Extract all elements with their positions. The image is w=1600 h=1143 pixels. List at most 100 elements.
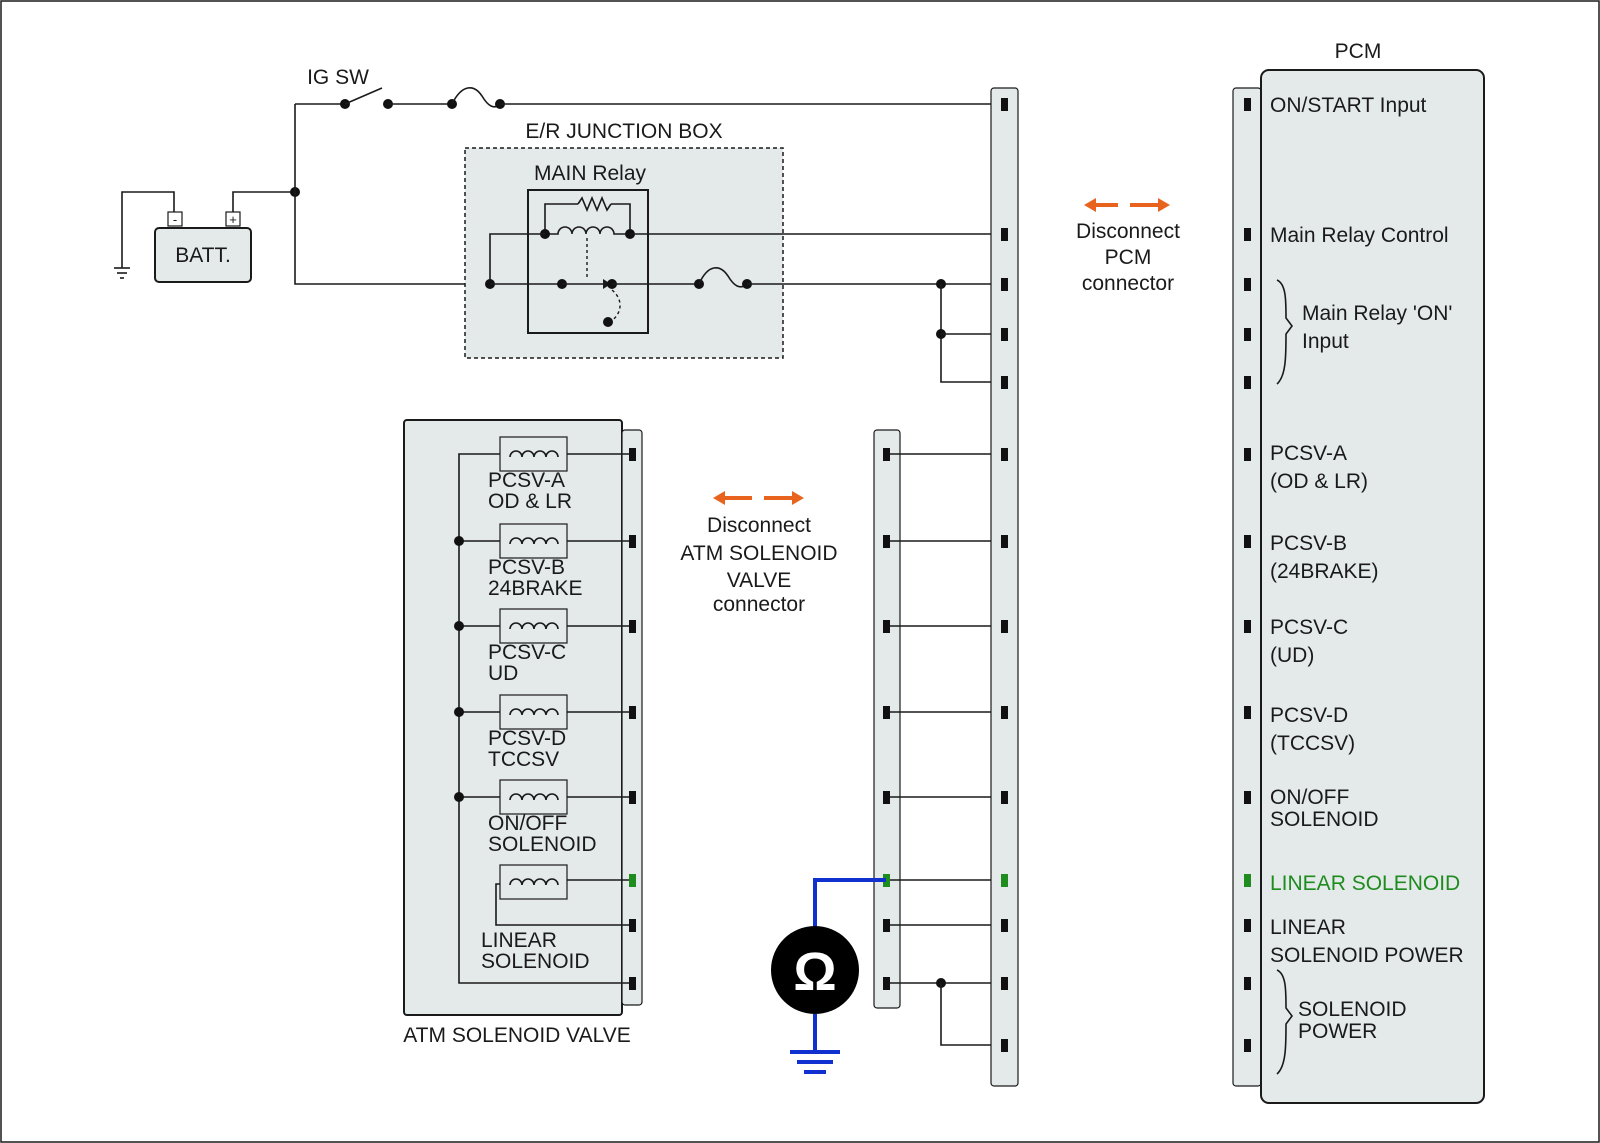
pcm-harness-pin xyxy=(1001,919,1008,932)
pcm-harness-pin xyxy=(1001,278,1008,291)
pcm-harness-connector xyxy=(990,87,1019,1087)
pcm-on-start-input: ON/START Input xyxy=(1270,94,1427,117)
atm-connector-pin xyxy=(629,977,636,990)
atm-harness-connector xyxy=(873,429,1004,1046)
battery-label: BATT. xyxy=(175,244,231,267)
pcm-onoff-line1: ON/OFF xyxy=(1270,786,1349,809)
main-relay xyxy=(527,189,649,334)
solenoid-label-line2: SOLENOID xyxy=(488,833,597,856)
atm-connector-pin xyxy=(629,535,636,548)
pcm-solenoid-power-line1: SOLENOID xyxy=(1298,998,1407,1021)
pcm-main-relay-control: Main Relay Control xyxy=(1270,224,1449,247)
solenoid-label-line1: PCSV-D xyxy=(488,727,566,750)
pcm-pin xyxy=(1244,919,1251,932)
pcm-pin xyxy=(1244,977,1251,990)
solenoid-coil-symbol xyxy=(509,450,559,458)
solenoid-label-line1: ON/OFF xyxy=(488,812,567,835)
pcm-title: PCM xyxy=(1335,40,1382,63)
pcm-main-relay-on-line2: Input xyxy=(1302,330,1349,353)
solenoid-label-line1: PCSV-B xyxy=(488,556,565,579)
pcm-pin xyxy=(1244,278,1251,291)
disconnect-pcm-note: Disconnect PCM connector xyxy=(1076,198,1180,295)
pcm-pin xyxy=(1244,98,1251,111)
pcm-pcsv-d-line2: (TCCSV) xyxy=(1270,732,1355,755)
solenoid-label-line2: SOLENOID xyxy=(481,950,590,973)
ohm-symbol: Ω xyxy=(793,942,836,1002)
disconnect-atm-note: Disconnect ATM SOLENOID VALVE connector xyxy=(680,491,838,616)
atm-solenoid-valve: ATM SOLENOID VALVE PCSV-AOD & LRPCSV-B24… xyxy=(403,419,643,1047)
atm-connector-pin xyxy=(629,791,636,804)
harness-pin xyxy=(883,620,890,633)
solenoid-label-line2: 24BRAKE xyxy=(488,577,583,600)
solenoid-coil-symbol xyxy=(509,537,559,545)
pcm-pin xyxy=(1244,620,1251,633)
ohmmeter-body xyxy=(771,926,859,1014)
pcm-pcsv-c-line2: (UD) xyxy=(1270,644,1314,667)
pcm-harness-pin xyxy=(1001,535,1008,548)
pcm-pin xyxy=(1244,376,1251,389)
pcm-pcsv-a-line1: PCSV-A xyxy=(1270,442,1347,465)
harness-pin xyxy=(883,874,890,887)
pcm-pcsv-d-line1: PCSV-D xyxy=(1270,704,1348,727)
disconnect-atm-line2: ATM SOLENOID xyxy=(680,542,837,565)
pcm-pin xyxy=(1244,448,1251,461)
battery-ground-symbol xyxy=(114,267,130,279)
solenoid-coil-symbol xyxy=(509,878,559,886)
main-relay-label: MAIN Relay xyxy=(534,162,647,185)
pcm-harness-pin xyxy=(1001,977,1008,990)
pcm-harness-pin xyxy=(1001,874,1008,887)
pcm-pcsv-c-line1: PCSV-C xyxy=(1270,616,1348,639)
meter-ground-symbol xyxy=(790,1050,840,1074)
pcm-harness-pin xyxy=(1001,706,1008,719)
pcm-linear-power-line1: LINEAR xyxy=(1270,916,1346,939)
solenoid-label-line1: PCSV-C xyxy=(488,641,566,664)
solenoid-1: PCSV-AOD & LR xyxy=(488,436,632,513)
junction-box-label: E/R JUNCTION BOX xyxy=(525,120,722,143)
battery-negative-terminal xyxy=(167,211,183,227)
pcm-harness-pin xyxy=(1001,328,1008,341)
pcm-pin xyxy=(1244,791,1251,804)
atm-connector-pin xyxy=(629,706,636,719)
pcm-pcsv-b-line1: PCSV-B xyxy=(1270,532,1347,555)
solenoid-power-brace xyxy=(1276,969,1293,1075)
harness-pin xyxy=(883,791,890,804)
pcm: PCM ON/START Input Main Relay Control Ma… xyxy=(1232,40,1485,1104)
pcm-harness-pin xyxy=(1001,791,1008,804)
ig-switch-blade xyxy=(344,87,383,105)
atm-connector-pin xyxy=(629,919,636,932)
harness-pin xyxy=(883,977,890,990)
pcm-harness-pin xyxy=(1001,376,1008,389)
pcm-pin xyxy=(1244,874,1251,887)
atm-connector-pin xyxy=(629,620,636,633)
battery-negative-sign: - xyxy=(173,212,177,227)
disconnect-atm-arrows xyxy=(713,491,804,505)
harness-pin xyxy=(883,919,890,932)
pcm-solenoid-power-line2: POWER xyxy=(1298,1020,1377,1043)
atm-connector-pin xyxy=(629,874,636,887)
relay-resistor xyxy=(577,195,612,213)
pcm-harness-pin xyxy=(1001,620,1008,633)
pcm-pin xyxy=(1244,228,1251,241)
pcm-linear-solenoid: LINEAR SOLENOID xyxy=(1270,872,1460,895)
pcm-harness-pin xyxy=(1001,228,1008,241)
pcm-onoff-line2: SOLENOID xyxy=(1270,808,1379,831)
ig-fuse xyxy=(451,87,501,108)
pcm-pcsv-b-line2: (24BRAKE) xyxy=(1270,560,1379,583)
solenoid-3: PCSV-CUD xyxy=(454,608,632,685)
disconnect-atm-line4: connector xyxy=(713,593,805,616)
ig-sw-label: IG SW xyxy=(307,66,369,89)
disconnect-atm-line3: VALVE xyxy=(727,569,792,592)
battery xyxy=(154,227,252,283)
solenoid-coil-symbol xyxy=(509,793,559,801)
pcm-pin xyxy=(1244,535,1251,548)
pcm-main-relay-on-line1: Main Relay 'ON' xyxy=(1302,302,1452,325)
disconnect-pcm-line1: Disconnect xyxy=(1076,220,1180,243)
solenoid-coil-symbol xyxy=(509,622,559,630)
disconnect-pcm-arrows xyxy=(1084,198,1170,212)
power-supply-circuit: - + BATT. IG SW E/R JUNCTION BOX MAIN Re… xyxy=(114,66,1004,383)
solenoid-label-line1: LINEAR xyxy=(481,929,557,952)
